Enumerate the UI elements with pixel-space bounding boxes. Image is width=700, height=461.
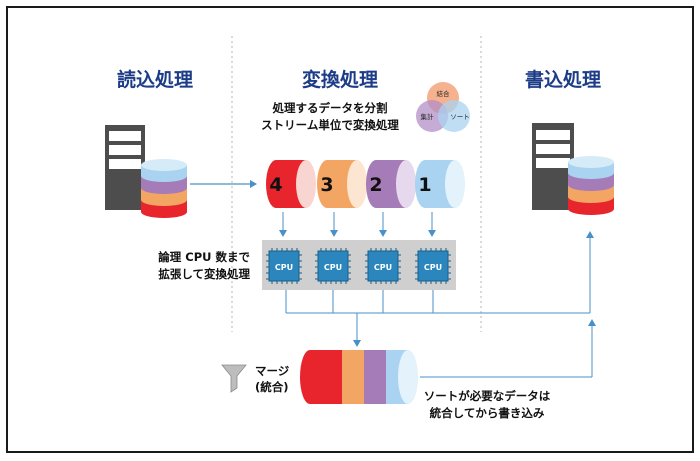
stream-2: [366, 160, 416, 208]
venn-label-top: 結合: [437, 89, 451, 98]
cpu-chip-icon: [315, 248, 351, 284]
target-server-icon: [532, 123, 574, 210]
venn-diagram: 結合 集計 ソート: [416, 82, 470, 132]
stream-3: [317, 160, 367, 208]
cpu-chip-icon: [365, 248, 401, 284]
transform-note-line1: 処理するデータを分割: [272, 101, 388, 115]
cpu-chip-icon: [266, 248, 302, 284]
cpu-chip-label: CPU: [424, 263, 442, 272]
stream-number-3: 3: [320, 174, 333, 196]
cpu-chip-label: CPU: [374, 263, 392, 272]
cpu-output-connectors: [285, 290, 590, 314]
funnel-icon: [221, 364, 247, 393]
stream-number-1: 1: [418, 174, 431, 196]
section-title-transform: 変換処理: [302, 68, 378, 91]
venn-label-left: 集計: [421, 112, 435, 121]
cpu-chip-label: CPU: [275, 263, 293, 272]
merge-label-line2: (統合): [255, 380, 289, 394]
cpu-note-line2: 拡張して変換処理: [158, 267, 250, 281]
cpu-chip-icon: [415, 248, 451, 284]
cpu-chip-label: CPU: [324, 263, 342, 272]
target-database-icon: [568, 156, 614, 215]
cpu-note-line1: 論理 CPU 数まで: [158, 250, 250, 264]
transform-note-line2: ストリーム単位で変換処理: [261, 118, 399, 132]
stream-1: [415, 160, 465, 208]
source-database-icon: [141, 159, 187, 218]
stream-number-2: 2: [369, 174, 382, 196]
merge-label-line1: マージ: [255, 364, 290, 378]
source-server-icon: [105, 125, 145, 210]
stream-4: [266, 160, 316, 208]
venn-label-right: ソート: [450, 113, 470, 121]
section-title-write: 書込処理: [525, 68, 601, 91]
merged-stream: [300, 350, 418, 404]
sort-note-line2: 統合してから書き込み: [430, 406, 545, 420]
section-title-read: 読込処理: [117, 68, 193, 91]
sort-note-line1: ソートが必要なデータは: [424, 389, 551, 403]
stream-number-4: 4: [269, 174, 282, 196]
